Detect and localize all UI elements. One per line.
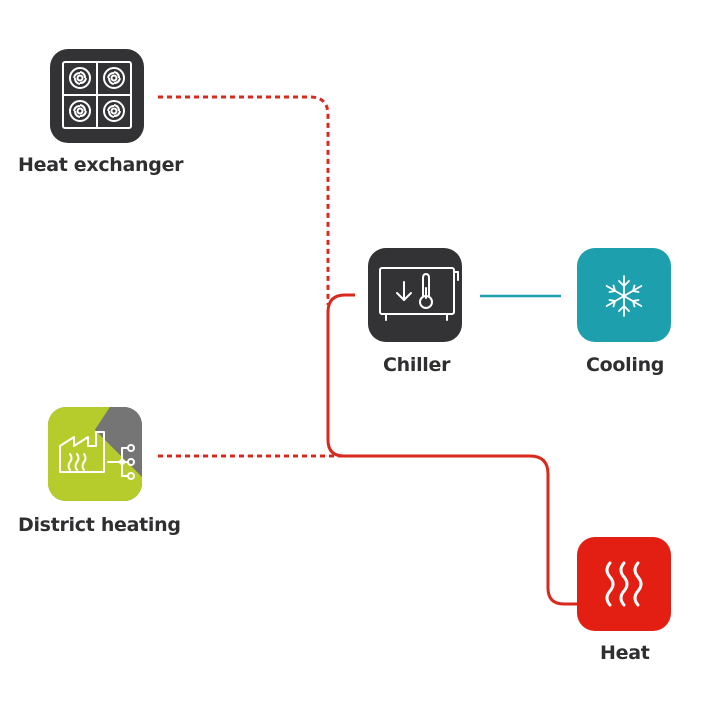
district-heating-node[interactable] [48,407,142,501]
heat-node[interactable] [577,537,671,631]
factory-icon [59,431,135,480]
district-heating-label: District heating [18,514,181,536]
heat-waves-icon [605,561,643,607]
heat-label: Heat [600,642,650,664]
chiller-tile [368,248,462,342]
cooling-node[interactable] [577,248,671,342]
chiller-thermometer-icon [379,267,459,321]
heat-exchanger-fans-icon [62,61,132,129]
connector-heat-exchanger-to-chiller [158,95,330,305]
connector-chiller-to-heat [326,293,578,606]
district-heating-tile [48,407,142,501]
heat-exchanger-node[interactable] [50,49,144,143]
heat-tile [577,537,671,631]
cooling-label: Cooling [586,354,665,376]
chiller-node[interactable] [368,248,462,342]
chiller-label: Chiller [383,354,451,376]
heat-exchanger-label: Heat exchanger [18,154,184,176]
snowflake-icon [605,275,643,317]
